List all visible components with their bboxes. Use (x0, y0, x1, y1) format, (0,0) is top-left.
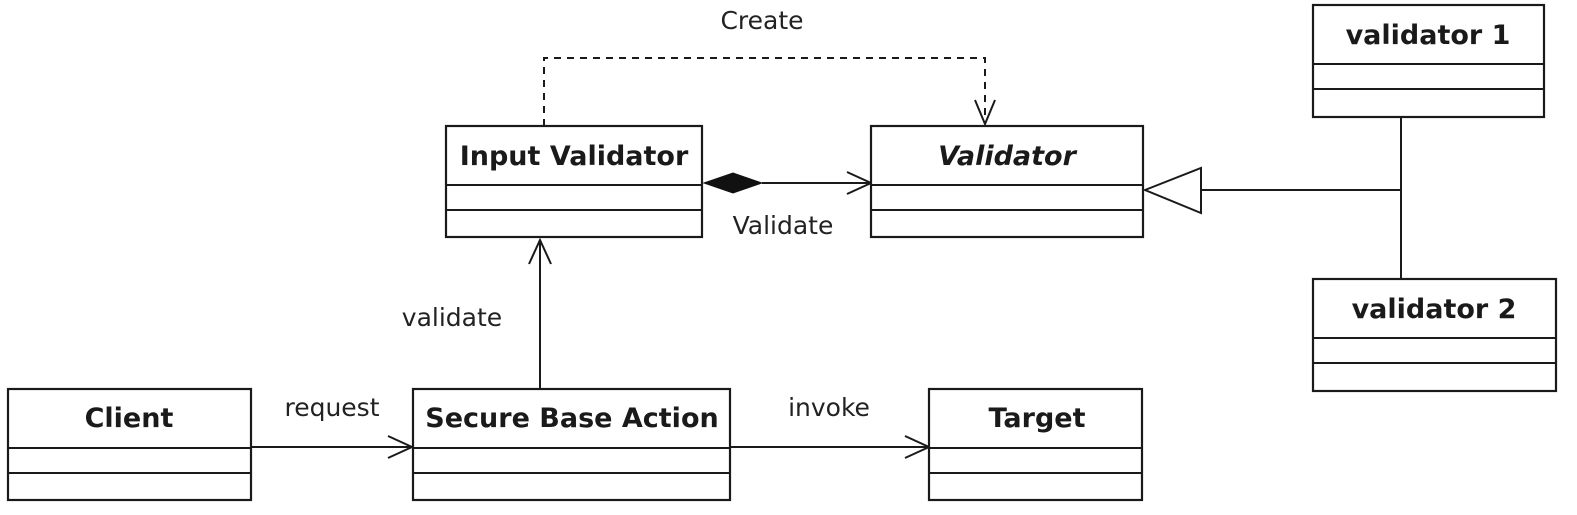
class-validator-1-name: validator 1 (1346, 20, 1511, 51)
invoke-label: invoke (788, 393, 870, 422)
class-validator[interactable]: Validator (869, 124, 1145, 239)
class-validator-box (869, 124, 1145, 239)
create-label: Create (720, 6, 803, 35)
invoke-association: invoke (730, 393, 932, 459)
class-secure-base-action-name: Secure Base Action (425, 403, 718, 434)
class-validator-2-box (1311, 277, 1558, 393)
request-label: request (284, 393, 379, 422)
class-target[interactable]: Target (927, 387, 1144, 502)
class-input-validator-box (444, 124, 704, 239)
class-secure-base-action-box (411, 387, 732, 502)
create-dependency-line (543, 57, 986, 126)
class-client-box (6, 387, 253, 502)
create-dependency-arrowhead (974, 99, 996, 127)
generalization-triangle (1142, 166, 1202, 215)
class-secure-base-action[interactable]: Secure Base Action (411, 387, 732, 502)
validate-composition-label: Validate (733, 211, 834, 240)
class-target-box (927, 387, 1144, 502)
class-client-name: Client (85, 403, 174, 434)
validate-call-label: validate (402, 303, 502, 332)
class-validator-2[interactable]: validator 2 (1311, 277, 1558, 393)
class-input-validator[interactable]: Input Validator (444, 124, 704, 239)
class-validator-1[interactable]: validator 1 (1311, 3, 1546, 119)
validate-composition: Validate (702, 171, 874, 240)
class-validator-name: Validator (938, 141, 1078, 172)
generalization (1142, 117, 1402, 279)
validate-call-arrowhead (528, 237, 552, 265)
class-validator-2-name: validator 2 (1352, 294, 1517, 325)
validate-call: validate (402, 237, 552, 389)
class-input-validator-name: Input Validator (460, 141, 689, 172)
class-client[interactable]: Client (6, 387, 253, 502)
request-association: request (251, 393, 415, 459)
composition-diamond (702, 172, 764, 194)
class-validator-1-box (1311, 3, 1546, 119)
create-dependency: Create (543, 6, 996, 127)
class-target-name: Target (988, 403, 1085, 434)
